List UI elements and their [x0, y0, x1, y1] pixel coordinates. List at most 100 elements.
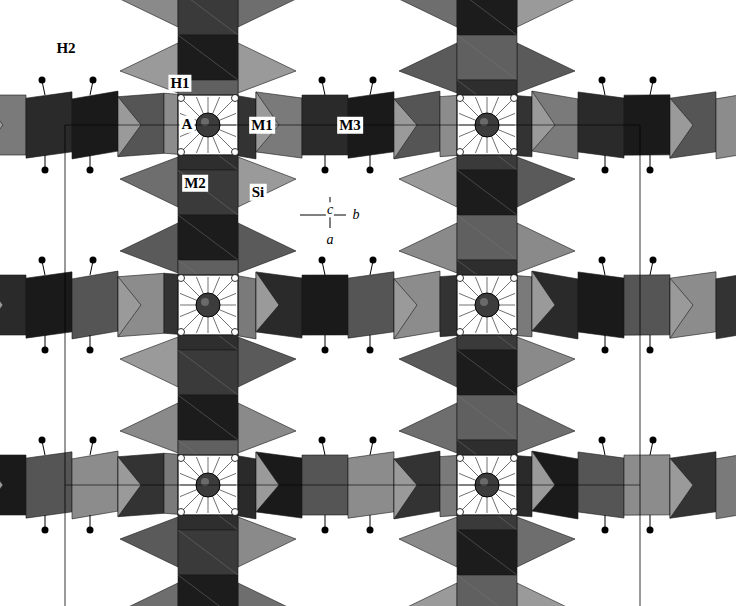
h2-atom — [647, 527, 654, 534]
h2-atom — [39, 77, 46, 84]
h1-atom — [232, 149, 239, 156]
a-cage — [178, 275, 238, 335]
h2-atom — [367, 167, 374, 174]
si-tetrahedron — [517, 157, 575, 207]
h1-atom — [457, 149, 464, 156]
octahedron-edge — [457, 0, 517, 35]
h2-atom — [319, 257, 326, 264]
octahedron-edge — [178, 170, 238, 215]
m2-octahedron — [457, 350, 517, 395]
h1-atom — [457, 455, 464, 462]
h2-atom — [370, 77, 377, 84]
si-tetrahedron — [118, 97, 141, 157]
h1-atom — [232, 275, 239, 282]
si-tetrahedron — [120, 403, 178, 453]
si-tetrahedron — [394, 459, 417, 519]
h1-atom — [511, 455, 518, 462]
si-tetrahedron — [517, 517, 575, 567]
si-tetrahedron — [118, 277, 141, 337]
h1-atom — [232, 509, 239, 516]
octahedron-edge — [457, 530, 517, 575]
h2-atom — [87, 167, 94, 174]
si-tetrahedron — [399, 0, 457, 27]
m2-octahedron — [457, 530, 517, 575]
si-tetrahedron — [399, 403, 457, 453]
si-tetrahedron — [532, 271, 555, 331]
octahedron-edge — [457, 170, 517, 215]
h2-atom — [599, 257, 606, 264]
h2-atom — [599, 77, 606, 84]
si-tetrahedron — [120, 157, 178, 207]
si-tetrahedron — [399, 223, 457, 273]
h2-atom — [650, 77, 657, 84]
h1-atom — [178, 149, 185, 156]
si-tetrahedron — [394, 99, 417, 159]
si-tetrahedron — [120, 517, 178, 567]
m1-m3-octahedron — [716, 451, 736, 519]
h2-atom — [322, 527, 329, 534]
m1-m3-octahedron — [716, 91, 736, 159]
m1-m3-octahedron — [0, 455, 26, 515]
si-tetrahedron — [532, 451, 555, 511]
m2-octahedron — [457, 170, 517, 215]
si-tetrahedron — [238, 157, 296, 207]
site-label: H1 — [168, 75, 191, 92]
h2-atom — [370, 437, 377, 444]
unit-cell-line — [640, 125, 641, 606]
axis-label: c — [326, 202, 334, 217]
m2-octahedron — [178, 350, 238, 395]
si-tetrahedron — [517, 403, 575, 453]
a-cage-outline — [178, 275, 238, 335]
h2-atom — [87, 527, 94, 534]
site-label: M1 — [249, 117, 275, 134]
m1-m3-octahedron — [670, 272, 716, 338]
a-cation — [196, 293, 220, 317]
site-label: M2 — [182, 175, 208, 192]
h2-atom — [602, 167, 609, 174]
site-label: H2 — [54, 40, 77, 57]
h1-atom — [232, 329, 239, 336]
si-tetrahedron — [399, 337, 457, 387]
axis-line — [300, 215, 346, 216]
si-tetrahedron — [399, 43, 457, 93]
site-label: Si — [250, 184, 267, 201]
h1-atom — [232, 455, 239, 462]
m1-m3-octahedron — [0, 95, 26, 155]
si-tetrahedron — [532, 91, 555, 151]
h2-atom — [647, 347, 654, 354]
h2-atom — [650, 257, 657, 264]
si-tetrahedron — [238, 43, 296, 93]
h1-atom — [178, 455, 185, 462]
h1-atom — [511, 509, 518, 516]
si-tetrahedron — [238, 337, 296, 387]
si-tetrahedron — [120, 583, 178, 606]
m2-octahedron — [178, 215, 238, 260]
m1-m3-octahedron — [72, 271, 118, 339]
h2-atom — [90, 257, 97, 264]
octahedron-edge — [457, 575, 517, 606]
si-tetrahedron — [0, 455, 3, 515]
m1-m3-octahedron — [348, 272, 394, 338]
si-tetrahedron — [0, 95, 3, 155]
si-tetrahedron — [238, 403, 296, 453]
si-tetrahedron — [256, 452, 279, 512]
si-tetrahedron — [399, 157, 457, 207]
a-cation-highlight — [480, 298, 488, 306]
h2-atom — [90, 77, 97, 84]
si-tetrahedron — [517, 0, 575, 27]
a-bond — [460, 278, 487, 305]
a-cation — [475, 293, 499, 317]
h2-atom — [602, 527, 609, 534]
si-tetrahedron — [517, 583, 575, 606]
h1-atom — [178, 329, 185, 336]
octahedron-edge — [457, 395, 517, 440]
h1-atom — [457, 509, 464, 516]
octahedron-edge — [178, 0, 238, 35]
h1-atom — [232, 95, 239, 102]
axis-label: a — [326, 232, 335, 247]
h2-atom — [90, 437, 97, 444]
m1-m3-octahedron — [578, 272, 624, 338]
octahedron-edge — [178, 395, 238, 440]
si-tetrahedron — [517, 223, 575, 273]
si-tetrahedron — [394, 279, 417, 339]
